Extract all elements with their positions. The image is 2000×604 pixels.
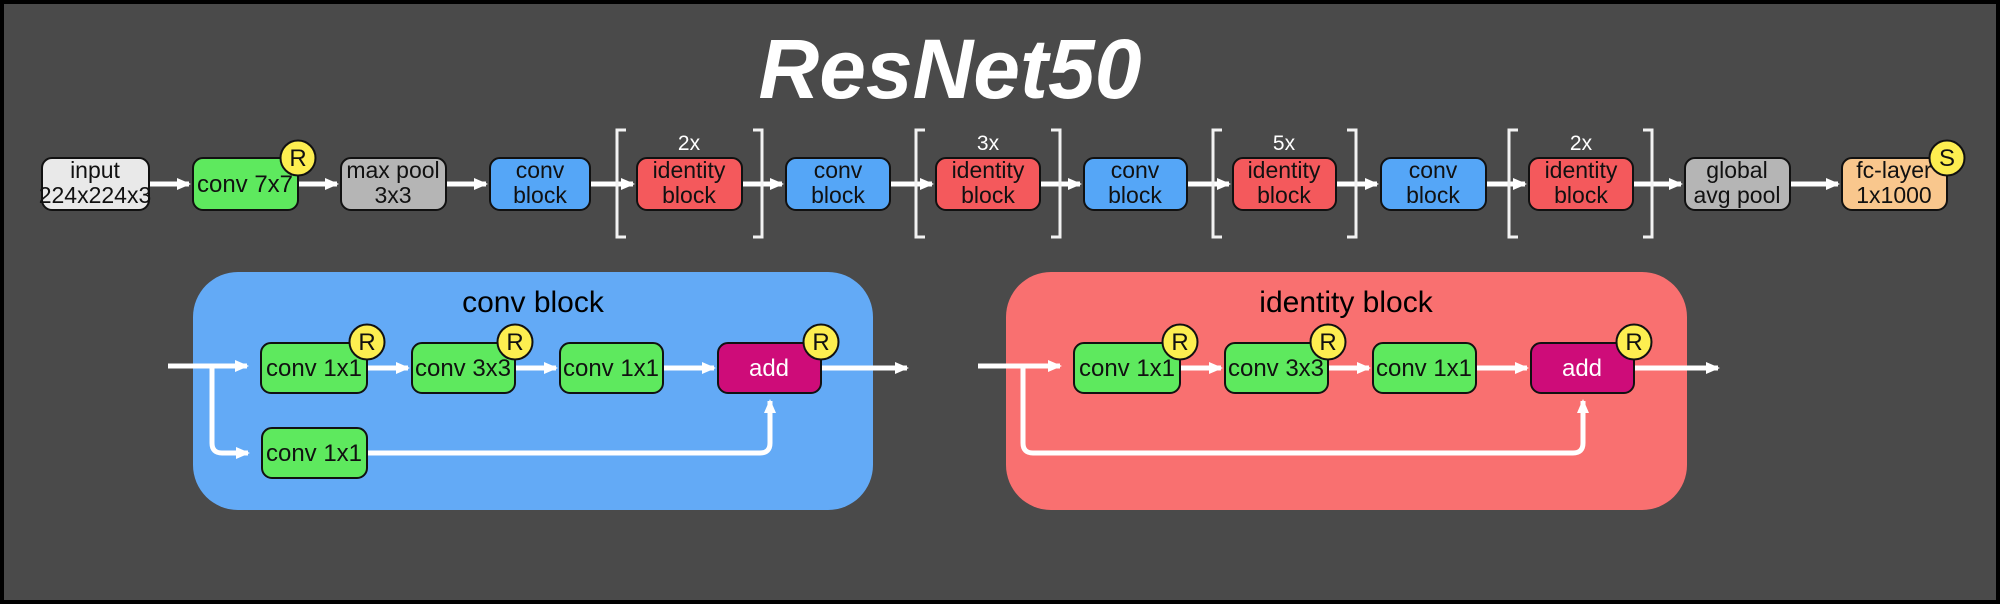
node-label-line2: 3x3 <box>374 182 411 208</box>
relu-badge <box>1615 323 1653 361</box>
detail-box-conv1x1-b: conv 1x1 <box>559 342 664 394</box>
identity-block-title: identity block <box>1259 286 1433 319</box>
pipeline-node-identity-block-1: identity block <box>636 157 743 211</box>
relu-badge-letter: R <box>1319 329 1336 356</box>
left-bracket <box>914 128 925 239</box>
relu-badge-letter: R <box>506 329 523 356</box>
relu-badge-letter: R <box>289 145 306 172</box>
pipeline-node-identity-block-4: identity block <box>1528 157 1634 211</box>
skip-connection-arrow <box>1020 366 1589 456</box>
pipeline-node-identity-block-2: identity block <box>935 157 1041 211</box>
relu-badge <box>1309 323 1347 361</box>
repeat-count-label: 2x <box>678 132 701 155</box>
pipeline-node-conv-block-2: conv block <box>785 157 891 211</box>
detail-box-conv3x3: conv 3x3 R <box>1224 323 1347 394</box>
detail-box-conv3x3: conv 3x3 R <box>411 323 534 394</box>
node-label-line2: block <box>1554 182 1608 208</box>
relu-badge-letter: R <box>358 329 375 356</box>
node-label-line1: identity <box>1545 157 1618 183</box>
left-bracket <box>1211 128 1222 239</box>
right-bracket <box>1051 128 1062 239</box>
pipeline-node-conv-block-4: conv block <box>1380 157 1487 211</box>
detail-box-shortcut-conv1x1: conv 1x1 <box>261 427 368 479</box>
node-label-line2: 1x1000 <box>1856 182 1931 208</box>
relu-badge-letter: R <box>812 329 829 356</box>
detail-box-label: conv 1x1 <box>563 355 659 382</box>
detail-box-label: conv 1x1 <box>266 355 362 382</box>
node-label-line1: identity <box>952 157 1025 183</box>
softmax-badge-letter: S <box>1939 145 1955 172</box>
node-label-line2: block <box>811 182 865 208</box>
node-label-line1: conv <box>814 157 863 183</box>
node-label-line2: avg pool <box>1694 182 1781 208</box>
right-bracket <box>753 128 764 239</box>
node-label-line2: block <box>1108 182 1162 208</box>
node-label-line2: block <box>1406 182 1460 208</box>
relu-badge <box>802 323 840 361</box>
detail-box-conv1x1-a: conv 1x1 R <box>260 323 386 394</box>
repeat-count-label: 2x <box>1570 132 1593 155</box>
relu-badge <box>279 139 317 177</box>
relu-badge <box>348 323 386 361</box>
detail-box-conv1x1-b: conv 1x1 <box>1372 342 1477 394</box>
repeat-count-label: 5x <box>1273 132 1296 155</box>
detail-box-label: conv 1x1 <box>1079 355 1175 382</box>
node-label-line1: global <box>1706 157 1767 183</box>
node-label-line2: block <box>513 182 567 208</box>
left-bracket <box>615 128 626 239</box>
detail-box-label: conv 1x1 <box>1376 355 1472 382</box>
diagram-canvas: ResNet50 2x 3x 5x 2x input <box>39 22 1966 510</box>
pipeline-node-conv-block-3: conv block <box>1083 157 1188 211</box>
conv-block-detail: conv block conv 1x1 R conv 3x3 R conv 1x… <box>168 272 909 510</box>
add-label: add <box>749 355 789 382</box>
node-label-line1: conv <box>1111 157 1160 183</box>
left-bracket <box>1507 128 1518 239</box>
pipeline-node-conv7x7: conv 7x7 R <box>192 139 317 211</box>
node-label-line2: 224x224x3 <box>39 182 152 208</box>
detail-box-add: add R <box>717 323 840 394</box>
relu-badge-letter: R <box>1171 329 1188 356</box>
pipeline-node-input: input 224x224x3 <box>39 157 152 211</box>
shortcut-branch-arrow <box>209 366 250 459</box>
right-bracket <box>1643 128 1654 239</box>
repeat-brackets: 2x 3x 5x 2x <box>615 128 1654 239</box>
pipeline-node-maxpool: max pool 3x3 <box>340 157 447 211</box>
pipeline-nodes: input 224x224x3 conv 7x7 R max pool 3x3 … <box>39 139 1966 211</box>
repeat-count-label: 3x <box>977 132 1000 155</box>
right-bracket <box>1347 128 1358 239</box>
node-label-line1: identity <box>653 157 726 183</box>
node-label-line2: block <box>1257 182 1311 208</box>
relu-badge-letter: R <box>1625 329 1642 356</box>
relu-badge <box>1161 323 1199 361</box>
node-label-line2: block <box>961 182 1015 208</box>
page-title: ResNet50 <box>759 22 1142 116</box>
detail-box-add: add R <box>1530 323 1653 394</box>
add-label: add <box>1562 355 1602 382</box>
pipeline-node-fc-layer: fc-layer 1x1000 S <box>1841 139 1966 211</box>
node-label-line1: fc-layer <box>1856 157 1932 183</box>
relu-badge <box>496 323 534 361</box>
node-label-line1: identity <box>1248 157 1321 183</box>
identity-block-detail: identity block conv 1x1 R conv 3x3 R con… <box>978 272 1720 510</box>
pipeline-node-global-avg-pool: global avg pool <box>1684 157 1791 211</box>
detail-box-label: conv 3x3 <box>1228 355 1324 382</box>
node-label-line1: conv <box>1409 157 1458 183</box>
conv-block-title: conv block <box>462 286 605 319</box>
pipeline-node-identity-block-3: identity block <box>1232 157 1337 211</box>
detail-box-label: conv 3x3 <box>415 355 511 382</box>
shortcut-to-add-arrow <box>367 399 776 456</box>
detail-box-conv1x1-a: conv 1x1 R <box>1073 323 1199 394</box>
node-label: conv 7x7 <box>197 171 293 198</box>
softmax-badge <box>1928 139 1966 177</box>
node-label-line1: max pool <box>346 157 439 183</box>
pipeline-node-conv-block-1: conv block <box>489 157 591 211</box>
node-label-line1: conv <box>516 157 565 183</box>
node-label-line1: input <box>70 157 120 183</box>
node-label-line2: block <box>662 182 716 208</box>
detail-box-label: conv 1x1 <box>266 440 362 467</box>
